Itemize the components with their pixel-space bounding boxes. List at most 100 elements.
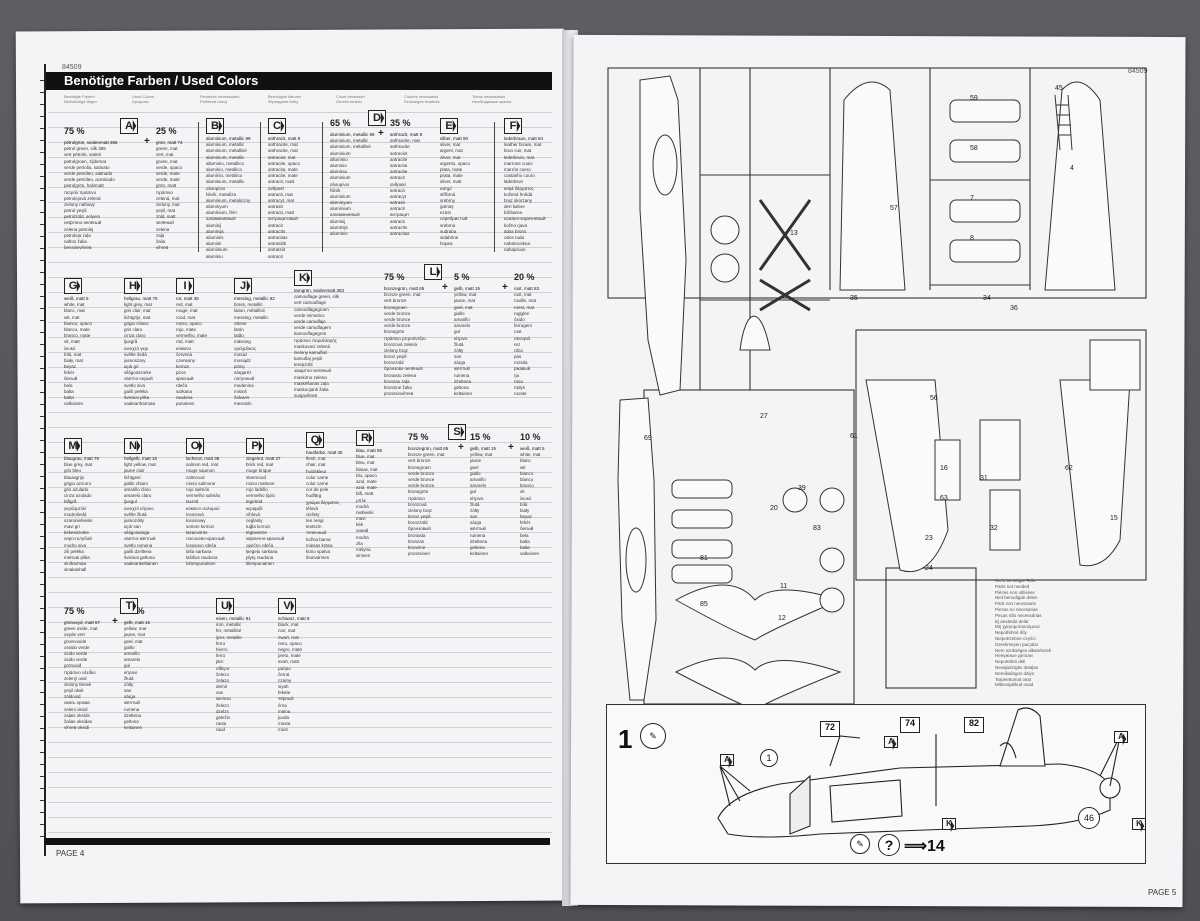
- color-name: weiß, matt 5: [520, 446, 545, 451]
- color-name: nero, opaco: [278, 640, 302, 646]
- color-name: jasnożółty: [124, 517, 145, 523]
- color-name: серо-голубой: [64, 536, 92, 542]
- seat-3: [671, 539, 733, 559]
- color-name: zeleni oksid: [64, 706, 88, 712]
- color-name: odos ruda: [504, 235, 525, 240]
- color-name: tělová: [306, 505, 319, 511]
- color-name: κεραμιδί: [246, 505, 263, 511]
- color-name: antracīts: [268, 228, 286, 234]
- color-name: amarillo: [470, 476, 486, 482]
- margin-tick: [40, 116, 44, 117]
- svg-text:27: 27: [760, 413, 768, 420]
- color-name: keltainen: [470, 551, 489, 557]
- color-name: антрацит: [390, 212, 410, 218]
- color-name: kırmızı: [176, 364, 190, 370]
- color-name: ορείχαλκος: [234, 345, 257, 351]
- language-header: Colores necesarios: [404, 94, 439, 99]
- margin-tick: [40, 788, 44, 789]
- color-name: argent, mat: [440, 148, 463, 154]
- paint-letter-o: O: [186, 438, 204, 454]
- color-name: zwart, mat: [278, 634, 299, 640]
- color-name: zielony, mat: [156, 201, 180, 207]
- color-name: σίδερο: [216, 665, 230, 671]
- paint-letter-d: D: [368, 110, 386, 126]
- color-name: verde, mate: [156, 177, 180, 183]
- color-name: rouge brique: [246, 468, 272, 474]
- color-name: kožená hnědá: [504, 191, 533, 197]
- ruled-line: [48, 232, 552, 233]
- color-name: gelb, matt 15: [454, 286, 481, 291]
- color-name: zelená, mat: [156, 195, 180, 201]
- color-name: blue grey, mat: [64, 462, 93, 468]
- color-name: bronzegrün, matt 65: [408, 446, 449, 451]
- color-name: bronzová: [408, 501, 427, 507]
- color-name: blauwgrijs: [64, 474, 85, 480]
- svg-text:23: 23: [925, 535, 933, 542]
- color-name: beyaz: [64, 364, 77, 370]
- color-name: lohenpunainen: [186, 561, 216, 567]
- color-name: white, mat: [64, 302, 85, 308]
- color-name: alumīnijs: [206, 228, 224, 234]
- color-name: črna: [278, 702, 287, 708]
- color-name: sarkana: [176, 388, 193, 394]
- color-name: aliuminis: [330, 231, 348, 236]
- color-name: amarelo: [454, 323, 471, 329]
- color-name: antracit, matt: [268, 179, 295, 185]
- color-name: wit: [520, 464, 526, 470]
- ruled-line: [48, 517, 552, 518]
- color-name: zöld, matt: [156, 214, 176, 220]
- color-name: кирпично-красный: [246, 536, 285, 542]
- question-icon: ?: [878, 834, 900, 856]
- color-name: color carne: [306, 474, 329, 480]
- color-name: bela: [520, 532, 529, 538]
- color-name: ferro: [216, 640, 226, 646]
- circled-part-1: 1: [760, 749, 778, 767]
- ruled-line: [48, 157, 552, 158]
- color-name: branco, mate: [64, 333, 91, 339]
- color-name: geltona: [470, 545, 485, 550]
- color-name: geel: [470, 464, 479, 470]
- paint-letter-c: C: [268, 118, 286, 134]
- color-name: musta: [278, 721, 291, 727]
- color-name: verde bronce: [384, 316, 411, 322]
- color-name: sárgaréz: [234, 370, 252, 376]
- color-name: balta: [64, 388, 74, 394]
- paint-letter-b: B: [206, 118, 224, 134]
- color-name: gul: [470, 489, 477, 495]
- ruled-line: [48, 472, 552, 473]
- color-name: gris clair, mat: [124, 308, 151, 314]
- color-name: gümüş: [440, 204, 454, 210]
- svg-text:32: 32: [990, 525, 998, 532]
- svg-text:61: 61: [850, 433, 858, 440]
- margin-tick: [40, 584, 44, 585]
- color-name: tuğla kırmızı: [246, 524, 271, 530]
- legend-line: Tarpeettomat osat: [995, 676, 1032, 682]
- step-1-fuselage-drawing: [717, 707, 1121, 838]
- color-name: petroleja zaļa: [64, 232, 91, 238]
- wheel-6: [819, 587, 845, 613]
- color-name: petrolejová zelená: [64, 195, 101, 201]
- color-name: blu, opaco: [356, 472, 377, 478]
- color-name: γκριζομπλέ: [64, 505, 87, 511]
- margin-tick: [40, 500, 44, 501]
- color-name: rosso salmone: [186, 480, 216, 486]
- color-name: aluminium: [330, 193, 351, 199]
- ruled-line: [48, 367, 552, 368]
- color-name: antracit, matt: [268, 210, 295, 216]
- margin-tick: [40, 752, 44, 753]
- color-name: lachsrot, matt 38: [186, 456, 220, 461]
- color-name: alumīnijs: [330, 224, 348, 230]
- color-name: somon kırmızı: [186, 524, 215, 530]
- color-name: žalias oksidas: [64, 719, 93, 724]
- arrow-icon: ⟹: [904, 838, 927, 855]
- color-name: messing, metallic 92: [234, 296, 275, 301]
- margin-tick: [40, 416, 44, 417]
- svg-text:4: 4: [1070, 165, 1074, 172]
- margin-tick: [40, 224, 44, 225]
